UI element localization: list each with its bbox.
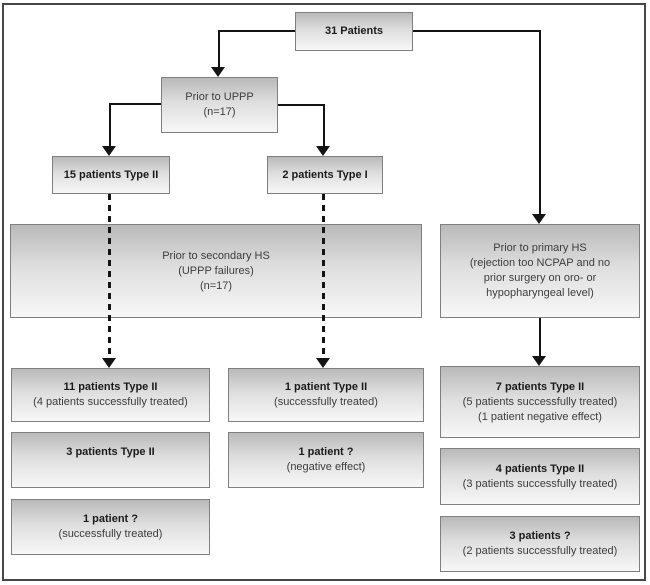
box-line: (5 patients successfully treated) bbox=[462, 395, 618, 408]
box-line: (1 patient negative effect) bbox=[478, 410, 602, 423]
box-line: hypopharyngeal level) bbox=[486, 287, 594, 299]
arrowhead-down-icon bbox=[316, 358, 330, 368]
flow-box-7-patients-type2: 7 patients Type II (5 patients successfu… bbox=[440, 366, 640, 438]
box-title: 4 patients Type II bbox=[495, 462, 585, 475]
flow-box-1-patient-unknown-success: 1 patient ? (successfully treated) bbox=[11, 499, 210, 555]
box-title: 3 patients Type II bbox=[66, 446, 155, 458]
box-title: 31 Patients bbox=[324, 25, 384, 37]
connector-uppp-right-vertical bbox=[323, 104, 325, 146]
box-title: 1 patient ? bbox=[298, 446, 354, 458]
flow-box-3-patients-unknown: 3 patients ? (2 patients successfully tr… bbox=[440, 516, 640, 572]
flow-box-31-patients: 31 Patients bbox=[295, 12, 413, 51]
box-line: (successfully treated) bbox=[58, 528, 163, 540]
connector-top-left-horizontal bbox=[218, 30, 295, 32]
box-title: 3 patients ? bbox=[509, 530, 571, 542]
box-line: (3 patients successfully treated) bbox=[462, 477, 618, 490]
arrowhead-down-icon bbox=[532, 214, 546, 224]
flow-box-prior-primary-hs: Prior to primary HS (rejection too NCPAP… bbox=[440, 224, 640, 318]
flow-box-1-patient-unknown-negative: 1 patient ? (negative effect) bbox=[228, 432, 424, 488]
connector-top-right-vertical bbox=[539, 30, 541, 215]
flow-box-11-patients-type2: 11 patients Type II (4 patients successf… bbox=[11, 368, 210, 422]
box-title: 2 patients Type I bbox=[282, 168, 368, 181]
flow-box-2-patients-type1: 2 patients Type I bbox=[267, 156, 383, 194]
connector-uppp-left-vertical bbox=[109, 103, 111, 146]
box-line: (4 patients successfully treated) bbox=[33, 396, 188, 408]
connector-primary-hs-vertical bbox=[539, 318, 541, 356]
box-line: (UPPP failures) bbox=[178, 264, 254, 277]
arrowhead-down-icon bbox=[102, 146, 116, 156]
box-line: Prior to primary HS bbox=[493, 242, 587, 254]
box-title: 7 patients Type II bbox=[495, 380, 585, 393]
box-title: 1 patient Type II bbox=[284, 381, 368, 393]
flow-box-15-patients-type2: 15 patients Type II bbox=[52, 156, 170, 194]
dashed-connector-left bbox=[108, 194, 111, 358]
box-title: 15 patients Type II bbox=[63, 168, 159, 181]
box-line: (n=17) bbox=[199, 279, 233, 292]
box-line: (n=17) bbox=[203, 106, 236, 118]
flow-box-prior-secondary-hs: Prior to secondary HS (UPPP failures) (n… bbox=[10, 224, 422, 318]
box-line: (2 patients successfully treated) bbox=[462, 545, 618, 557]
flow-box-prior-to-uppp: Prior to UPPP (n=17) bbox=[161, 77, 278, 133]
flow-box-1-patient-type2: 1 patient Type II (successfully treated) bbox=[228, 368, 424, 422]
arrowhead-down-icon bbox=[211, 67, 225, 77]
connector-top-left-vertical bbox=[218, 30, 220, 68]
dashed-connector-middle bbox=[322, 194, 325, 358]
arrowhead-down-icon bbox=[532, 356, 546, 366]
arrowhead-down-icon bbox=[316, 146, 330, 156]
box-title: 1 patient ? bbox=[82, 513, 138, 525]
box-title: 11 patients Type II bbox=[63, 381, 158, 393]
box-line: Prior to UPPP bbox=[185, 91, 254, 103]
box-line: (successfully treated) bbox=[274, 396, 378, 408]
box-line: (rejection too NCPAP and no bbox=[469, 257, 611, 269]
connector-top-right-horizontal bbox=[413, 30, 541, 32]
box-line: (negative effect) bbox=[286, 461, 366, 473]
flow-box-3-patients-type2: 3 patients Type II bbox=[11, 432, 210, 488]
connector-uppp-right-horizontal bbox=[278, 104, 325, 106]
flow-box-4-patients-type2: 4 patients Type II (3 patients successfu… bbox=[440, 448, 640, 505]
arrowhead-down-icon bbox=[102, 358, 116, 368]
box-line: prior surgery on oro- or bbox=[483, 272, 597, 284]
box-line: Prior to secondary HS bbox=[162, 249, 270, 262]
connector-uppp-left-horizontal bbox=[110, 103, 161, 105]
